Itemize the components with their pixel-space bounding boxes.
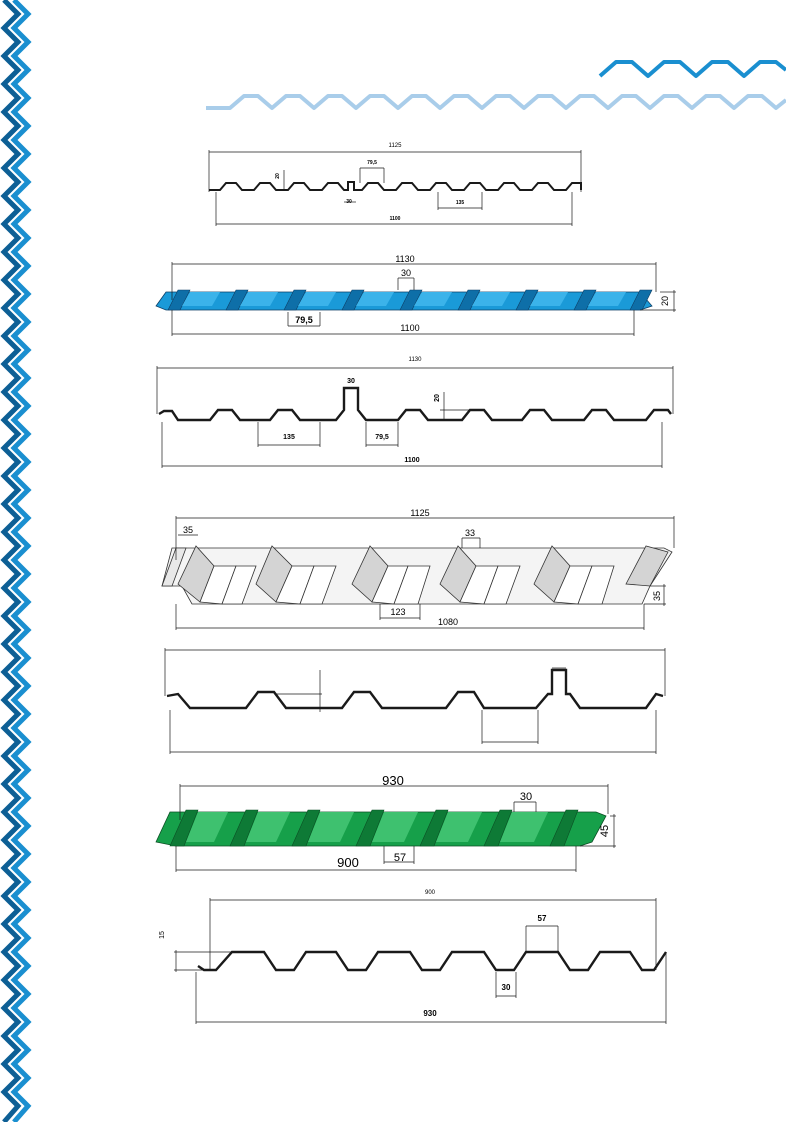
profile-2-bottom-width: 1100: [404, 457, 419, 464]
top-light-wave: [206, 94, 786, 110]
sheet-2-height: 35: [652, 591, 662, 601]
sheet-1-bottom-width: 1100: [400, 323, 419, 333]
sheet-3-height: 45: [599, 825, 611, 837]
sheet-3-valley: 57: [394, 852, 406, 864]
sheet-1-height: 20: [660, 296, 670, 306]
sheet-2-valley: 123: [390, 607, 405, 617]
sheet-3-rib: 30: [520, 791, 532, 803]
profile-4-height: 15: [159, 931, 166, 939]
profile-2-height: 20: [434, 394, 441, 402]
sheet-2-dimensions: [175, 516, 675, 630]
profile-1-bottom-width: 1100: [390, 216, 401, 222]
sheet-1-top-width: 1130: [395, 254, 414, 264]
profile-1-pitch: 135: [456, 200, 465, 206]
profile-4-rib: 57: [538, 914, 547, 923]
left-zigzag-border: [0, 0, 32, 1122]
profile-4-bottom-width: 930: [423, 1009, 437, 1018]
sheet-3-green: [155, 809, 607, 847]
sheet-3-dimensions: [175, 784, 616, 872]
sheet-3-bottom-width: 900: [337, 855, 359, 870]
profile-2-rib: 30: [347, 378, 355, 385]
profile-1-gap: 30: [346, 199, 352, 205]
profile-1-drawing: [208, 150, 582, 226]
sheet-2-rib: 33: [465, 528, 475, 538]
sheet-1-valley: 79,5: [295, 315, 313, 325]
profile-2-valley: 79,5: [375, 434, 389, 441]
profile-2-pitch: 135: [283, 434, 295, 441]
sheet-2-top-width: 1125: [410, 508, 429, 518]
profile-1-top-width: 1125: [389, 143, 403, 149]
sheet-1-dimensions: [171, 262, 676, 336]
profile-2-top-width: 1130: [409, 357, 423, 363]
top-dark-wave: [598, 60, 786, 78]
profile-3-drawing: [164, 648, 666, 754]
profile-4-drawing: [174, 898, 667, 1024]
sheet-1-rib: 30: [401, 268, 411, 278]
sheet-1-blue: [155, 289, 653, 311]
sheet-2-grey: [161, 545, 673, 605]
profile-1-height: 20: [275, 173, 281, 179]
profile-4-top-width: 900: [425, 890, 436, 896]
sheet-3-top-width: 930: [382, 773, 404, 788]
profile-1-rib: 79,5: [367, 160, 377, 166]
profile-2-drawing: [156, 366, 674, 468]
sheet-2-left-edge: 35: [183, 525, 193, 535]
sheet-2-bottom-width: 1080: [438, 617, 458, 627]
profile-4-valley: 30: [502, 983, 511, 992]
